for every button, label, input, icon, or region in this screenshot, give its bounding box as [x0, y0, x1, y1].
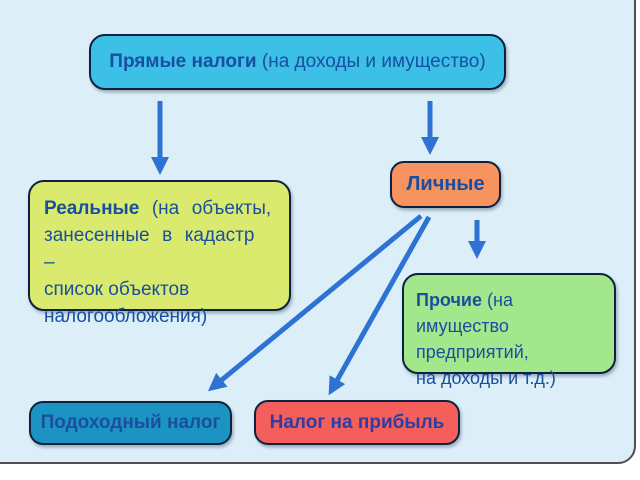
node-real-taxes-label: Реальные (на объекты, [44, 198, 272, 219]
node-direct-taxes: Прямые налоги (на доходы и имущество) [89, 34, 506, 90]
node-real-taxes: Реальные (на объекты, занесенные в кадас… [28, 180, 291, 327]
node-personal-taxes-label: Личные [406, 173, 485, 195]
node-direct-taxes-label: Прямые налоги (на доходы и имущество) [109, 51, 486, 72]
node-personal-taxes: Личные [390, 161, 501, 208]
node-other-taxes: Прочие (на имущество предприятий, на дох… [402, 273, 616, 388]
node-income-tax: Подоходный налог [29, 401, 232, 445]
node-income-tax-label: Подоходный налог [40, 412, 221, 433]
node-profit-tax-label: Налог на прибыль [269, 411, 445, 433]
node-other-taxes-label: Прочие (на имущество [416, 290, 513, 336]
node-profit-tax: Налог на прибыль [254, 400, 460, 445]
